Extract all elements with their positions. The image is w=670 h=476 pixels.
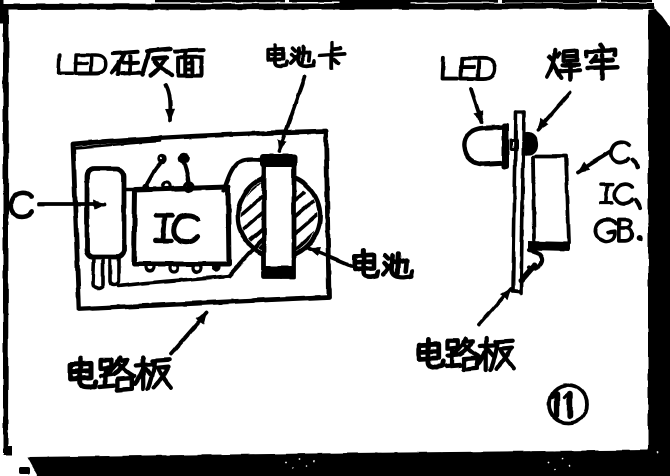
arrows — [37, 75, 612, 356]
figure-number-badge: 11 — [547, 383, 589, 425]
capacitor — [84, 166, 137, 290]
scan-noise-top — [155, 0, 652, 4]
arrow-board-left — [169, 311, 209, 356]
arrow-battery — [307, 246, 359, 270]
label-led: LED — [440, 56, 497, 81]
page-shadow-bottom — [27, 450, 670, 476]
arrow-led — [469, 87, 484, 124]
arrow-battery-clip — [277, 75, 307, 153]
circuit-board-outline — [70, 128, 332, 312]
solder-joint — [523, 131, 539, 156]
label-board-right: 电路板 — [411, 338, 519, 383]
frame-left-edge — [3, 4, 9, 453]
arrow-components — [576, 150, 612, 174]
label-led-on-back: LED在反面 — [56, 49, 206, 83]
labels: LED在反面 电池卡 C 电池 电路板 — [8, 40, 643, 425]
arrow-solder — [536, 91, 572, 132]
frame-top-edge — [2, 3, 654, 10]
scan-blob-bottomleft — [19, 467, 30, 474]
halftone-speckle — [285, 451, 658, 470]
bent-lead-loop — [518, 247, 545, 284]
board-edge-doubling — [72, 139, 162, 150]
label-battery-clip: 电池卡 — [266, 40, 347, 71]
ic-label: IC — [152, 215, 198, 255]
scan-mark-topleft — [0, 0, 4, 23]
board-side-view — [461, 110, 571, 295]
page-shadow-right — [648, 9, 670, 476]
label-solder: 焊牢 — [547, 44, 617, 91]
frame-left-foot — [4, 446, 12, 455]
side-component-box — [528, 154, 571, 251]
board-top-view: IC — [70, 128, 332, 312]
arrow-led-on-back — [164, 83, 176, 122]
label-battery: 电池 — [348, 250, 416, 291]
label-capacitor: C — [8, 191, 32, 226]
ic-chip: IC — [117, 152, 268, 288]
battery-clip — [260, 154, 297, 280]
arrow-board-right — [477, 287, 513, 327]
led-component — [461, 123, 519, 169]
label-board-left: 电路板 — [62, 357, 176, 401]
